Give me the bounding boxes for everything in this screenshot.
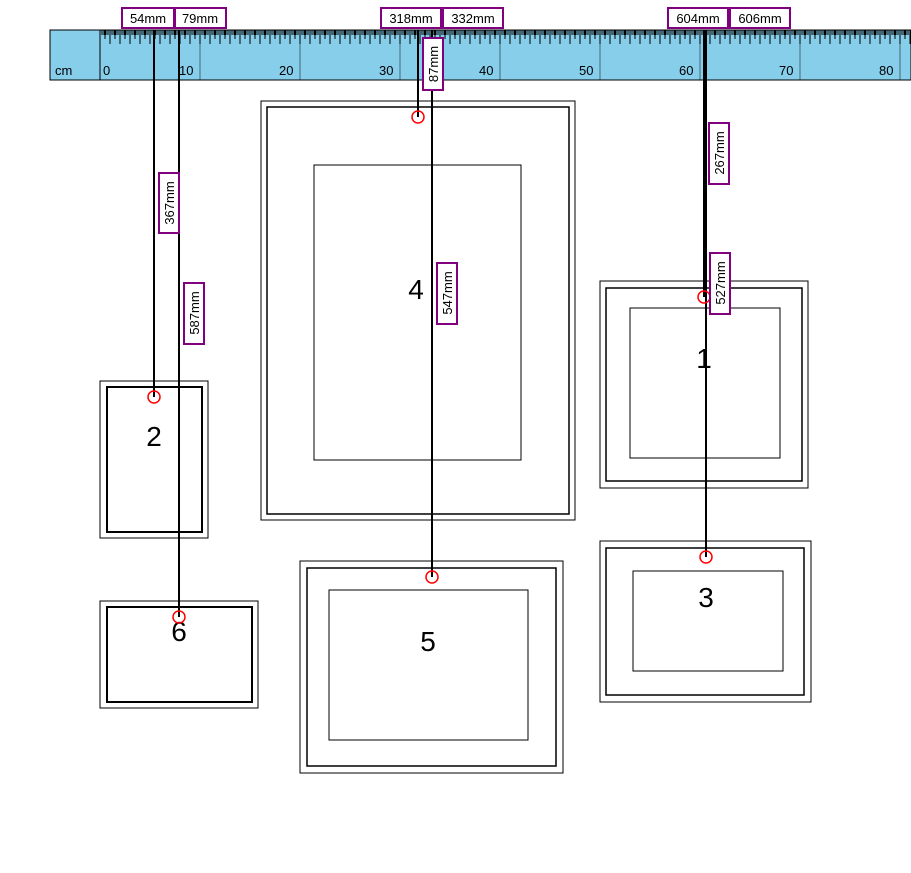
ruler-tick-label-70: 70 [779, 63, 793, 78]
ruler-tick-label-50: 50 [579, 63, 593, 78]
frame-4[interactable]: 4 [260, 100, 576, 521]
measure-label-606mm: 606mm [729, 7, 791, 29]
measure-label-587mm: 587mm [183, 282, 205, 345]
ruler-ticks [99, 30, 911, 80]
svg-text:587mm: 587mm [187, 291, 202, 334]
ruler-tick-label-10: 10 [179, 63, 193, 78]
svg-text:87mm: 87mm [426, 46, 441, 82]
ruler-tick-label-60: 60 [679, 63, 693, 78]
measure-label-267mm: 267mm [708, 122, 730, 185]
frame-label-6: 6 [171, 616, 187, 647]
frame-6[interactable]: 6 [99, 600, 259, 709]
frame-label-3: 3 [698, 582, 714, 613]
svg-text:332mm: 332mm [451, 11, 494, 26]
measure-label-87mm: 87mm [422, 37, 444, 91]
hook-markers [147, 110, 713, 624]
frame-label-1: 1 [696, 343, 712, 374]
frame-label-4: 4 [408, 274, 424, 305]
hook-icon-frame-4 [411, 110, 425, 124]
measure-label-367mm: 367mm [158, 172, 180, 234]
frame-5[interactable]: 5 [299, 560, 564, 774]
svg-text:604mm: 604mm [676, 11, 719, 26]
hook-icon-frame-6 [172, 610, 186, 624]
vertical-measurements: 367mm 587mm 87mm 547mm 267mm 527mm [158, 37, 731, 345]
frame-label-2: 2 [146, 421, 162, 452]
svg-text:318mm: 318mm [389, 11, 432, 26]
measure-label-527mm: 527mm [709, 252, 731, 315]
svg-text:527mm: 527mm [713, 261, 728, 304]
measure-label-547mm: 547mm [436, 262, 458, 325]
frame-2[interactable]: 2 [99, 380, 209, 539]
frame-3[interactable]: 3 [599, 540, 812, 703]
measure-label-604mm: 604mm [667, 7, 729, 29]
measure-label-318mm: 318mm [380, 7, 442, 29]
svg-text:79mm: 79mm [182, 11, 218, 26]
ruler-tick-label-0: 0 [103, 63, 110, 78]
measure-label-79mm: 79mm [174, 7, 227, 29]
top-measurements: 54mm 79mm 318mm 332mm 604mm 606mm [121, 7, 791, 29]
hook-icon-frame-2 [147, 390, 161, 404]
hook-icon-frame-5 [425, 570, 439, 584]
measure-label-332mm: 332mm [442, 7, 504, 29]
ruler: cm 0 10 20 30 40 50 60 70 80 [49, 29, 911, 81]
svg-text:267mm: 267mm [712, 131, 727, 174]
hook-icon-frame-3 [699, 550, 713, 564]
ruler-tick-label-20: 20 [279, 63, 293, 78]
svg-text:547mm: 547mm [440, 271, 455, 314]
ruler-tick-label-80: 80 [879, 63, 893, 78]
ruler-tick-label-30: 30 [379, 63, 393, 78]
hanging-lines [153, 30, 707, 617]
svg-text:54mm: 54mm [130, 11, 166, 26]
ruler-unit-label: cm [55, 63, 72, 78]
svg-text:606mm: 606mm [738, 11, 781, 26]
frame-1[interactable]: 1 [599, 280, 809, 489]
ruler-tick-label-40: 40 [479, 63, 493, 78]
svg-text:367mm: 367mm [162, 181, 177, 224]
frame-label-5: 5 [420, 626, 436, 657]
measure-label-54mm: 54mm [121, 7, 175, 29]
